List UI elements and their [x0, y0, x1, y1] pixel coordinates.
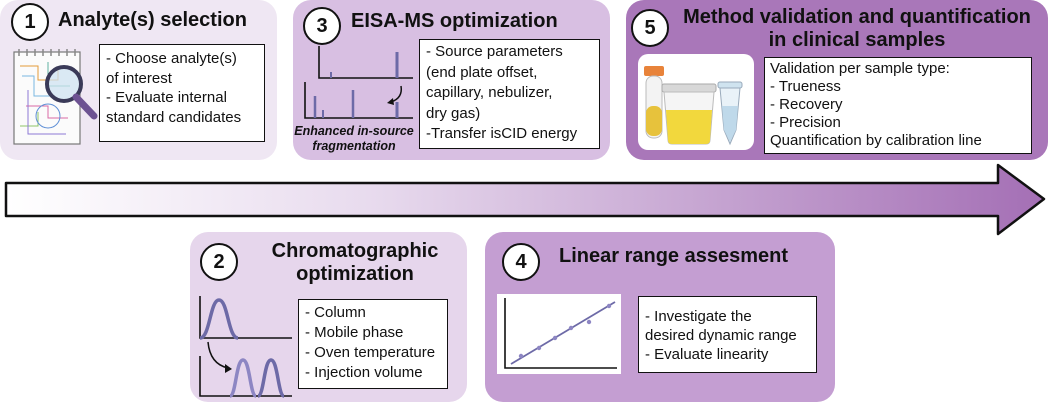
step-2-item: - Injection volume: [305, 364, 423, 381]
step-5-title-line: Method validation and quantification: [683, 6, 1031, 28]
step-2-item: - Oven temperature: [305, 344, 436, 361]
step-4-card: 4 Linear range assesment - Investigate t…: [485, 232, 835, 402]
step-3-caption-line: fragmentation: [312, 139, 396, 153]
step-4-list: - Investigate the desired dynamic range …: [638, 296, 817, 373]
mass-spectrum-icon: [304, 46, 413, 119]
calibration-line-icon: [497, 294, 621, 374]
step-3-title: EISA-MS optimization: [351, 10, 558, 32]
step-3-item: (end plate offset,: [426, 63, 538, 81]
step-1-item: standard candidates: [106, 108, 242, 126]
step-5-card: 5 Method validation and quantification i…: [626, 0, 1048, 160]
step-5-number: 5: [631, 9, 669, 47]
step-3-list: - Source parameters (end plate offset, c…: [419, 39, 600, 149]
step-4-number: 4: [502, 243, 540, 281]
step-5-item: Validation per sample type:: [770, 60, 950, 77]
step-1-number: 1: [11, 3, 49, 41]
step-5-item: - Recovery: [770, 96, 843, 113]
step-3-item: dry gas): [426, 104, 481, 122]
step-3-item: - Source parameters: [426, 43, 563, 60]
magnifier-notebook-icon: [13, 49, 98, 145]
step-2-item: - Column: [305, 304, 366, 321]
step-2-title: Chromatographic optimization: [250, 240, 460, 286]
step-1-list: - Choose analyte(s) of interest - Evalua…: [99, 44, 265, 142]
step-1-title: Analyte(s) selection: [58, 9, 247, 31]
step-3-number: 3: [303, 7, 341, 45]
step-2-number: 2: [200, 243, 238, 281]
step-2-item: - Mobile phase: [305, 324, 404, 341]
step-1-item: of interest: [106, 69, 172, 87]
step-3-caption-line: Enhanced in-source: [294, 124, 414, 138]
step-1-item: - Choose analyte(s): [106, 50, 237, 67]
step-1-card: 1 Analyte(s) selection - Choose analyte(…: [0, 0, 277, 160]
step-4-title: Linear range assesment: [559, 245, 788, 267]
step-5-list: Validation per sample type: - Trueness -…: [764, 57, 1032, 154]
step-4-item: desired dynamic range: [645, 327, 797, 344]
step-3-card: 3 EISA-MS optimization Enhanced in-sourc…: [293, 0, 610, 160]
step-2-card: 2 Chromatographic optimization - Column …: [190, 232, 467, 402]
step-3-item: -Transfer isCID energy: [426, 125, 578, 142]
step-1-item: - Evaluate internal: [106, 89, 227, 106]
sample-tubes-icon: [638, 54, 754, 150]
step-5-title: Method validation and quantification in …: [672, 6, 1042, 52]
step-5-item: Quantification by calibration line: [770, 132, 982, 149]
step-2-title-line: Chromatographic: [271, 240, 439, 262]
step-5-item: - Precision: [770, 114, 841, 131]
step-5-title-line: in clinical samples: [768, 29, 946, 51]
chromatogram-peaks-icon: [199, 296, 292, 398]
step-5-item: - Trueness: [770, 78, 841, 95]
step-2-list: - Column - Mobile phase - Oven temperatu…: [298, 299, 448, 389]
step-4-item: - Investigate the: [645, 308, 752, 325]
step-3-caption: Enhanced in-source fragmentation: [293, 124, 415, 154]
step-4-item: - Evaluate linearity: [645, 346, 769, 363]
step-2-title-line: optimization: [296, 263, 414, 285]
step-3-item: capillary, nebulizer,: [426, 84, 553, 101]
